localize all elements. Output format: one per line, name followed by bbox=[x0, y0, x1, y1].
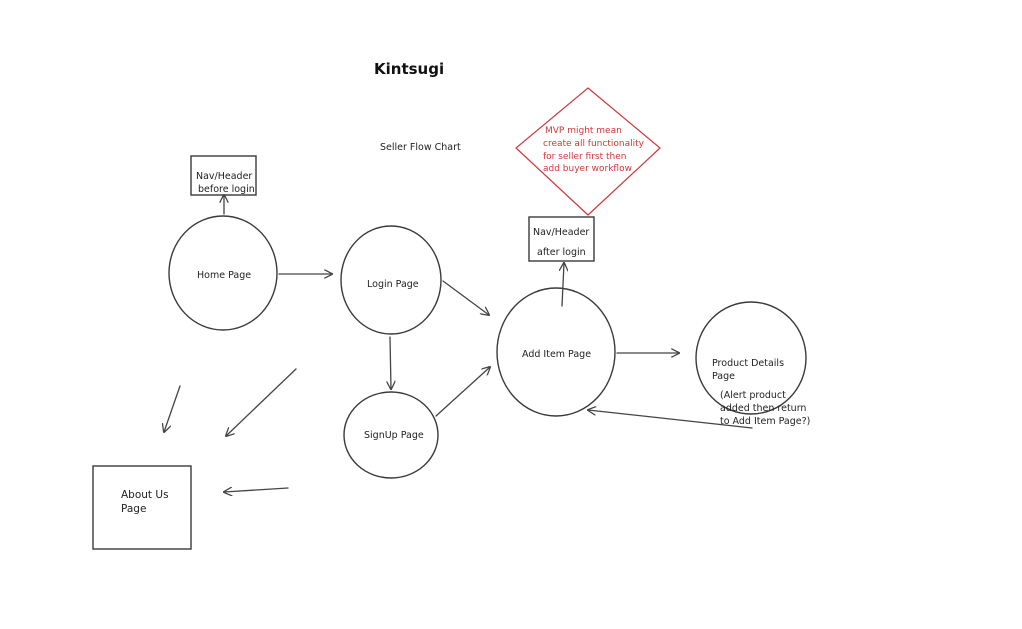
alert-note-line-2: added then return bbox=[720, 403, 806, 414]
about-us-line-1: About Us bbox=[121, 489, 169, 501]
nav-before-line-2: before login bbox=[198, 184, 255, 195]
mvp-note: MVP might mean create all functionality … bbox=[515, 87, 661, 216]
signup-page-label: SignUp Page bbox=[364, 430, 424, 441]
arrow-signup-to-add-item bbox=[435, 367, 490, 417]
arrow-login-to-add-item bbox=[442, 280, 489, 315]
nav-before-line-1: Nav/Header bbox=[196, 171, 252, 182]
signup-page-node: SignUp Page bbox=[343, 391, 439, 479]
add-item-page-node: Add Item Page bbox=[496, 287, 616, 417]
arrow-login-to-signup bbox=[390, 336, 391, 389]
arrow-to-about-us-horizontal bbox=[224, 488, 289, 492]
nav-after-line-1: Nav/Header bbox=[533, 227, 589, 238]
diagram-subtitle: Seller Flow Chart bbox=[380, 142, 461, 153]
diagram-title: Kintsugi bbox=[374, 60, 444, 78]
arrow-product-details-to-add-item bbox=[588, 410, 753, 429]
alert-note: (Alert product added then return to Add … bbox=[720, 390, 810, 427]
product-details-page-node: Product Details Page bbox=[695, 301, 807, 415]
arrow-to-about-us-diagonal bbox=[226, 368, 297, 436]
add-item-page-label: Add Item Page bbox=[522, 349, 591, 360]
alert-note-line-3: to Add Item Page?) bbox=[720, 416, 810, 427]
login-page-node: Login Page bbox=[340, 225, 442, 335]
login-page-label: Login Page bbox=[367, 279, 419, 290]
product-details-line-2: Page bbox=[712, 371, 735, 382]
about-us-page-node: About Us Page bbox=[92, 465, 192, 550]
nav-header-after-login-node: Nav/Header after login bbox=[528, 216, 595, 262]
arrow-add-item-to-nav-after bbox=[562, 263, 564, 307]
alert-note-line-1: (Alert product bbox=[720, 390, 786, 401]
nav-header-before-login-node: Nav/Header before login bbox=[190, 155, 257, 196]
about-us-line-2: Page bbox=[121, 503, 146, 515]
home-page-node: Home Page bbox=[168, 215, 278, 331]
mvp-note-line-4: add buyer workflow bbox=[543, 164, 632, 174]
home-page-label: Home Page bbox=[197, 270, 251, 281]
mvp-note-line-3: for seller first then bbox=[543, 152, 626, 162]
mvp-note-line-2: create all functionality bbox=[543, 139, 645, 149]
mvp-note-line-1: MVP might mean bbox=[545, 126, 622, 136]
arrow-to-about-us-left bbox=[164, 385, 181, 432]
product-details-line-1: Product Details bbox=[712, 358, 784, 369]
nav-after-line-2: after login bbox=[537, 247, 586, 258]
